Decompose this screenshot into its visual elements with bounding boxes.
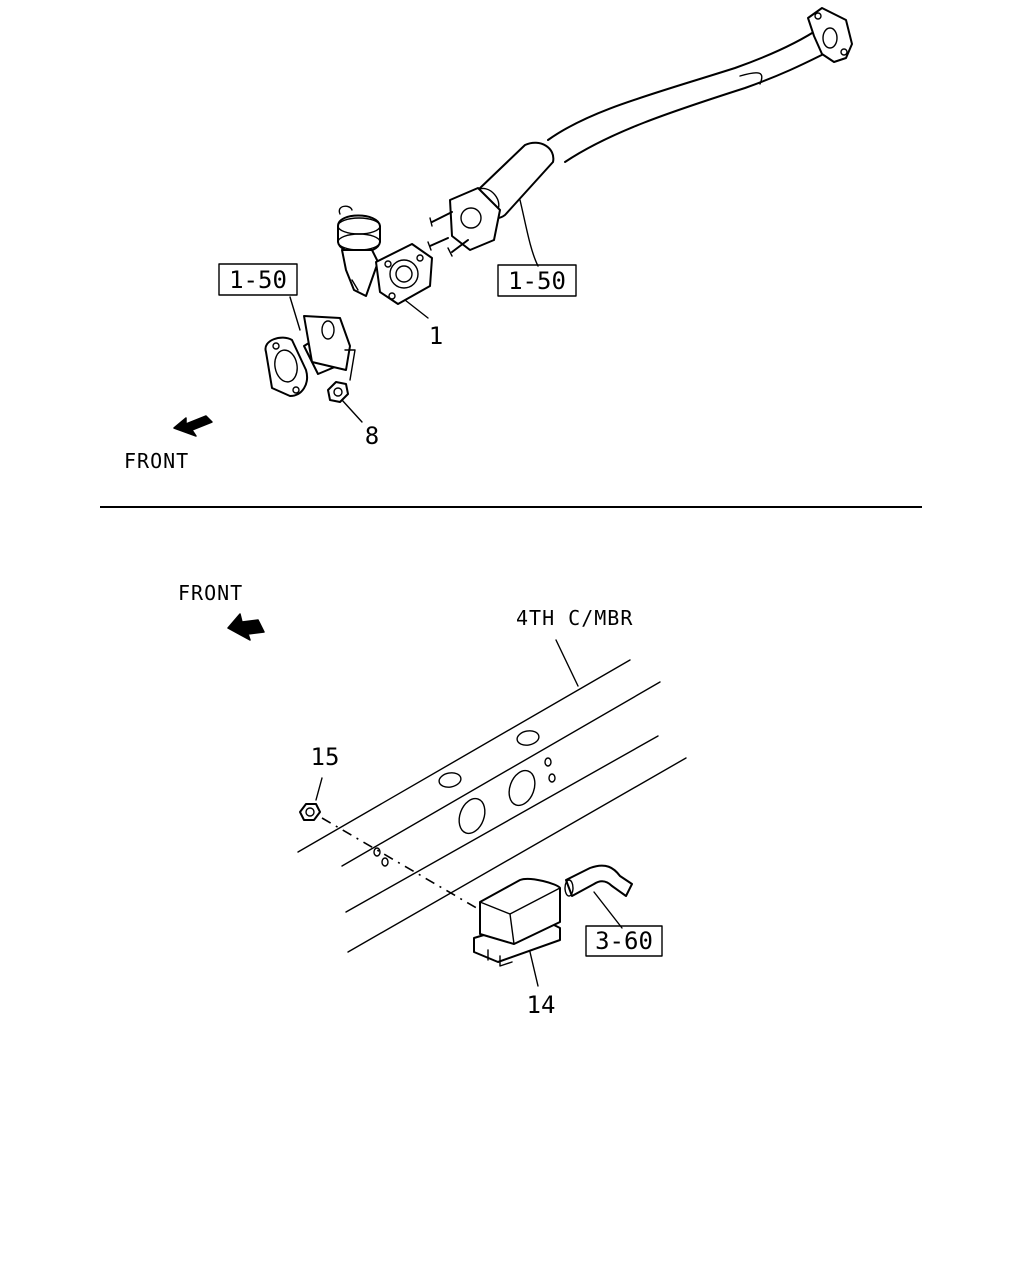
ref-box-1-50-left[interactable]: 1-50 [218,263,298,296]
mounting-center-line [321,817,481,911]
component-part-14 [473,878,561,967]
callout-15: 15 [311,743,340,771]
pipe-flange [427,187,501,257]
ref-box-1-50-right[interactable]: 1-50 [497,264,577,297]
callout-8: 8 [365,422,379,450]
exhaust-pipe [547,7,853,163]
callout-1: 1 [429,322,443,350]
top-view: 1-50 1-50 1 8 FRONT [124,7,853,473]
front-label: FRONT [124,449,189,473]
ref-box-label: 1-50 [229,266,287,294]
front-arrow-icon [173,415,213,437]
leader-14 [529,951,539,987]
leader-15 [315,777,323,801]
member-label: 4TH C/MBR [516,606,633,630]
nut-part-8 [327,381,349,403]
ref-box-label: 3-60 [595,927,653,955]
bottom-view: FRONT 4TH C/MBR [178,581,687,1019]
hose [564,864,633,897]
ref-box-label: 1-50 [508,267,566,295]
front-arrow-icon [227,613,265,641]
ref-box-3-60[interactable]: 3-60 [585,925,663,957]
nut-part-15 [299,803,321,821]
member-leader-line [555,639,579,687]
exhaust-valve-assembly [337,205,433,305]
top-leader-lines [289,199,539,423]
leader-3-60 [593,891,623,929]
cross-member [297,659,687,953]
front-pipe [264,315,351,397]
front-label: FRONT [178,581,243,605]
callout-14: 14 [527,991,556,1019]
